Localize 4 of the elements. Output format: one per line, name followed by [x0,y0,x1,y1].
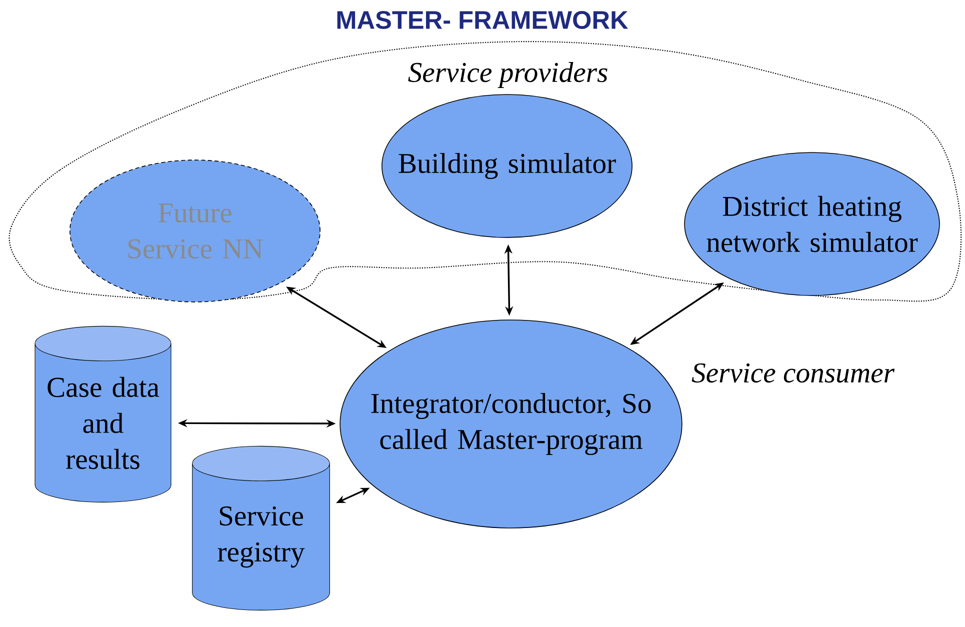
annotation: Service consumer [692,363,895,383]
title: MASTER- FRAMEWORK [337,11,628,29]
database-cylinder: Service registry [192,446,330,610]
database-cylinder: Case data and results [34,326,172,502]
